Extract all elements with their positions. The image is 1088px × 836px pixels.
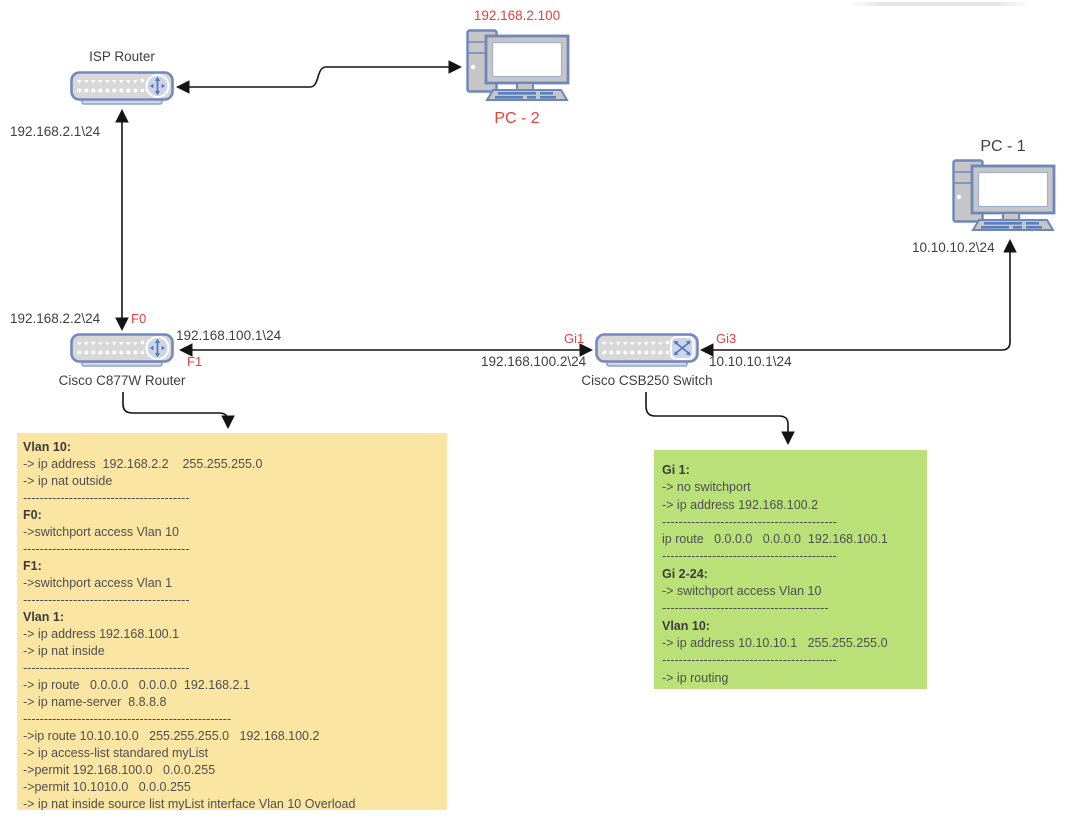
pc1-device[interactable] xyxy=(950,157,1056,237)
config-line: ->permit 192.168.100.0 0.0.0.255 xyxy=(23,763,216,777)
config-line: Vlan 10: xyxy=(23,440,71,454)
switch-icon xyxy=(595,333,699,367)
switch-config-note[interactable]: Gi 1: -> no switchport -> ip address 192.1… xyxy=(654,450,927,689)
pc2-label: PC - 2 xyxy=(494,110,540,127)
router-symbol-arrows-icon xyxy=(145,336,170,360)
connector-switch-to-config-note[interactable] xyxy=(645,392,795,446)
config-line: -> ip route 0.0.0.0 0.0.0.0 192.168.2.1 xyxy=(23,678,250,692)
router-config-note[interactable]: Vlan 10: -> ip address 192.168.2.2 255.25… xyxy=(17,433,447,810)
csb250-port-gi3: Gi3 xyxy=(716,331,737,346)
config-line: ->permit 10.1010.0 0.0.0.255 xyxy=(23,780,191,794)
router-symbol-arrows-icon xyxy=(145,74,170,98)
c877w-router-device[interactable] xyxy=(70,333,174,369)
config-line: ----------------------------------------… xyxy=(662,549,837,564)
isp-router-label: ISP Router xyxy=(89,49,155,64)
config-line: F1: xyxy=(23,559,42,573)
config-line: -> ip nat inside xyxy=(23,644,105,658)
config-line: ---------------------------------------- xyxy=(662,601,829,616)
config-line: ->ip route 10.10.10.0 255.255.255.0 192.… xyxy=(23,729,320,743)
config-line: -> ip nat inside source list myList inte… xyxy=(23,797,356,810)
isp-router-device[interactable] xyxy=(70,71,174,107)
config-line: -> no switchport xyxy=(662,480,751,495)
pc1-label: PC - 1 xyxy=(980,138,1026,155)
csb250-ip-right: 10.10.10.1\24 xyxy=(709,354,792,369)
csb250-ip-left: 192.168.100.2\24 xyxy=(481,354,587,369)
config-line: ----------------------------------------… xyxy=(662,514,837,529)
c877w-ip-left: 192.168.2.2\24 xyxy=(10,311,101,326)
pc-icon xyxy=(466,29,570,101)
isp-router-ip: 192.168.2.1\24 xyxy=(10,124,101,139)
config-line: -> ip name-server 8.8.8.8 xyxy=(23,695,167,709)
config-line: ---------------------------------------- xyxy=(23,593,190,607)
csb250-port-gi1: Gi1 xyxy=(564,331,585,346)
c877w-port-f1: F1 xyxy=(187,354,203,369)
pc-icon xyxy=(952,159,1056,231)
config-line: ---------------------------------------- xyxy=(23,542,190,556)
pc1-ip: 10.10.10.2\24 xyxy=(912,240,995,255)
config-line: -> ip address 192.168.2.2 255.255.255.0 xyxy=(23,457,263,471)
config-line: -> ip access-list standared myList xyxy=(23,746,209,760)
pc2-device[interactable] xyxy=(464,27,570,107)
config-line: -> ip routing xyxy=(662,670,729,685)
config-line: -> ip address 192.168.100.1 xyxy=(23,627,180,641)
pc2-ip: 192.168.2.100 xyxy=(473,8,561,23)
c877w-port-f0: F0 xyxy=(131,311,147,326)
c877w-ip-right: 192.168.100.1\24 xyxy=(176,328,282,343)
config-line: -> ip address 192.168.100.2 xyxy=(662,497,819,512)
router-icon xyxy=(70,71,174,105)
config-line: ->switchport access Vlan 1 xyxy=(23,576,173,590)
config-line: ----------------------------------------… xyxy=(662,653,837,668)
config-line: ip route 0.0.0.0 0.0.0.0 192.168.100.1 xyxy=(662,532,888,547)
switch-symbol-arrows-icon xyxy=(670,336,695,360)
config-line: Vlan 10: xyxy=(662,618,710,633)
config-line: ---------------------------------------- xyxy=(23,491,190,505)
config-line: -> switchport access Vlan 10 xyxy=(662,584,822,599)
config-line: F0: xyxy=(23,508,42,522)
connector-c877w-to-config-note[interactable] xyxy=(122,392,235,430)
config-line: Vlan 1: xyxy=(23,610,64,624)
connector-switch-to-pc1[interactable] xyxy=(699,238,1017,357)
config-line: ->switchport access Vlan 10 xyxy=(23,525,179,539)
c877w-router-label: Cisco C877W Router xyxy=(58,373,186,388)
config-line: -> ip nat outside xyxy=(23,474,113,488)
router-icon xyxy=(70,333,174,367)
config-line: ---------------------------------------- xyxy=(23,661,190,675)
connector-isp-to-pc2[interactable] xyxy=(175,60,463,94)
csb250-switch-label: Cisco CSB250 Switch xyxy=(581,373,713,388)
config-line: ----------------------------------------… xyxy=(23,712,232,726)
config-line: Gi 1: xyxy=(662,463,690,477)
config-line: -> ip address 10.10.10.1 255.255.255.0 xyxy=(662,635,888,650)
config-line: Gi 2-24: xyxy=(662,566,708,581)
csb250-switch-device[interactable] xyxy=(595,333,699,369)
window-edge-artifact xyxy=(848,2,1030,6)
